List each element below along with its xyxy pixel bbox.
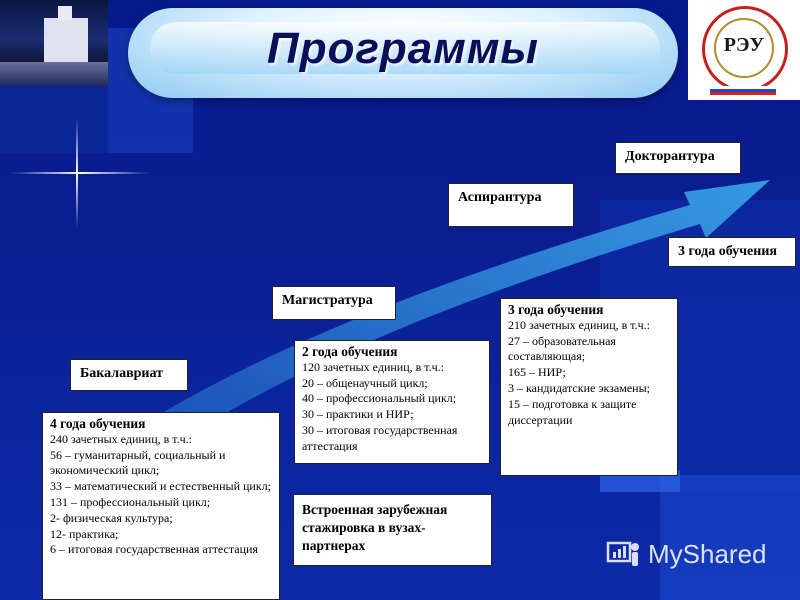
info-line: 2- физическая культура;: [50, 510, 173, 525]
master-info-box: 2 года обучения 120 зачетных единиц, в т…: [294, 340, 490, 464]
government-building-photo: [0, 0, 108, 86]
info-line: 30 – практики и НИР;: [302, 407, 414, 422]
info-line: 56 – гуманитарный, социальный и экономич…: [50, 447, 226, 478]
logo-monogram: РЭУ: [723, 34, 765, 56]
info-line: 33 – математический и естественный цикл;: [50, 479, 272, 494]
presentation-icon: [606, 541, 639, 566]
info-line: 12- практика;: [50, 526, 119, 541]
stage-bachelor-label: Бакалавриат: [70, 359, 188, 391]
info-line: 3 – кандидатские экзамены;: [508, 380, 650, 395]
info-heading: 2 года обучения: [302, 344, 398, 359]
info-heading: 3 года обучения: [508, 302, 604, 317]
info-line: 15 – подготовка к защите диссертации: [508, 396, 637, 427]
watermark-text: MyShared: [648, 538, 767, 569]
stage-postgrad-label: Аспирантура: [448, 183, 574, 227]
info-line: 165 – НИР;: [508, 365, 566, 380]
info-line: 20 – общенаучный цикл;: [302, 375, 428, 390]
info-line: 40 – профессиональный цикл;: [302, 391, 457, 406]
info-line: 6 – итоговая государственная аттестация: [50, 542, 258, 557]
light-flare: [10, 172, 150, 174]
stage-master-label: Магистратура: [272, 286, 396, 320]
info-line: 27 – образовательная составляющая;: [508, 333, 616, 364]
doctoral-duration-label: 3 года обучения: [668, 237, 796, 267]
university-logo: РЭУ: [688, 0, 800, 100]
flag-ribbon: [710, 86, 776, 95]
info-line: 131 – профессиональный цикл;: [50, 494, 211, 509]
decor-square: [660, 475, 800, 600]
info-line: 120 зачетных единиц, в т.ч.:: [302, 359, 445, 374]
internship-box: Встроенная зарубежная стажировка в вузах…: [293, 494, 492, 566]
page-title: Программы: [267, 24, 539, 73]
info-heading: 4 года обучения: [50, 416, 146, 431]
bachelor-info-box: 4 года обучения 240 зачетных единиц, в т…: [42, 412, 280, 600]
watermark: MyShared: [606, 534, 767, 574]
info-line: 210 зачетных единиц, в т.ч.:: [508, 317, 651, 332]
decor-square: [0, 85, 108, 153]
postgrad-info-box: 3 года обучения 210 зачетных единиц, в т…: [500, 298, 678, 476]
info-line: 240 зачетных единиц, в т.ч.:: [50, 431, 193, 446]
title-banner-highlight: [150, 22, 660, 74]
info-line: 30 – итоговая государственная аттестация: [302, 422, 458, 453]
stage-doctoral-label: Докторантура: [615, 142, 741, 174]
